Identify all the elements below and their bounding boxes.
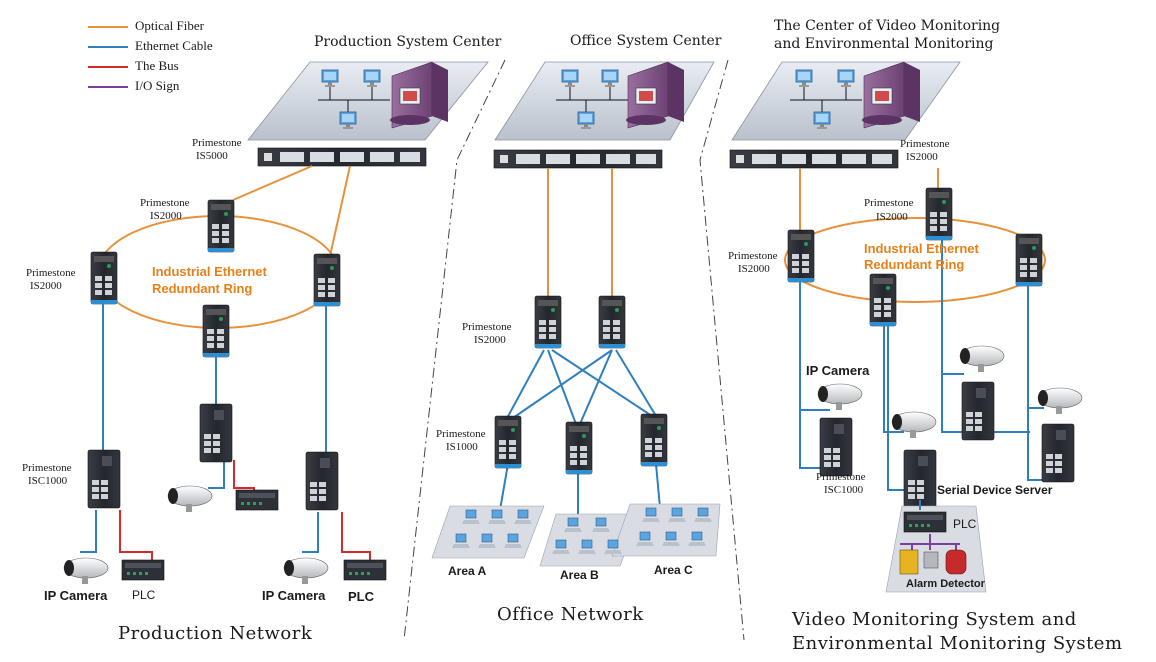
production-isc-model: ISC1000: [28, 475, 68, 487]
separator-right: [699, 59, 745, 641]
video-top-model: IS2000: [876, 211, 908, 223]
production-ethernet-links: [80, 304, 327, 553]
video-isc-3-icon: [961, 381, 995, 441]
production-ip-camera-right-label: IP Camera: [262, 588, 326, 603]
office-center-lan: [556, 86, 628, 112]
office-edge-switch-a-icon: [494, 415, 522, 469]
office-agg-brand: Primestone: [462, 321, 512, 333]
production-center-title: Production System Center: [314, 34, 502, 50]
production-isc-middle-icon: [199, 403, 233, 463]
production-isc-left-icon: [87, 449, 121, 509]
production-network-label: Production Network: [118, 623, 313, 644]
production-core-switch-icon: [257, 147, 427, 167]
production-ip-camera-right-icon: [283, 557, 329, 585]
production-ring-switch-bottom-icon: [202, 304, 230, 358]
video-top-brand: Primestone: [864, 197, 914, 209]
video-center-lan: [790, 86, 862, 112]
video-center-title-line1: The Center of Video Monitoring: [774, 18, 1001, 34]
video-ethernet-links: [799, 240, 1044, 491]
video-ip-camera-1-icon: [817, 383, 863, 411]
production-plc-right-icon: [343, 559, 387, 581]
office-agg-model: IS2000: [474, 334, 506, 346]
video-ring-label-line1: Industrial Ethernet: [864, 241, 979, 256]
production-ring-label-line1: Industrial Ethernet: [152, 264, 267, 279]
legend-io-sign-label: I/O Sign: [135, 78, 180, 93]
office-edge-switch-c-icon: [640, 413, 668, 467]
video-ring-switch-bottom-icon: [869, 273, 897, 327]
production-plc-right-label: PLC: [348, 589, 374, 604]
video-ring-switch-right-icon: [1015, 233, 1043, 287]
video-ip-camera-2-icon: [891, 411, 937, 439]
legend-bus-label: The Bus: [135, 58, 179, 73]
production-core-model: IS5000: [196, 150, 228, 162]
legend-ethernet-cable-label: Ethernet Cable: [135, 38, 213, 53]
production-plc-left-label: PLC: [132, 588, 156, 602]
office-area-b-label: Area B: [560, 568, 599, 582]
production-isc-right-icon: [305, 451, 339, 511]
production-left-brand: Primestone: [26, 267, 76, 279]
video-fiber-links: [784, 168, 1046, 303]
video-isc-1-icon: [819, 417, 853, 477]
video-core-switch-icon: [729, 149, 899, 169]
production-ring-label-line2: Redundant Ring: [152, 281, 253, 296]
office-center-title: Office System Center: [570, 33, 722, 49]
office-agg-switch-right-icon: [598, 295, 626, 349]
production-ring-switch-right-icon: [313, 253, 341, 307]
production-ip-camera-left-label: IP Camera: [44, 588, 108, 603]
office-fiber-links: [547, 168, 613, 296]
video-serial-server-label: Serial Device Server: [937, 483, 1053, 497]
video-isc-brand: Primestone: [816, 471, 866, 483]
video-isc-model: ISC1000: [824, 484, 864, 496]
video-plc-label: PLC: [953, 517, 977, 531]
office-area-c-label: Area C: [654, 563, 693, 577]
video-alarm-detector-icons: [899, 549, 967, 575]
office-network-label: Office Network: [497, 604, 644, 625]
video-ring-label-line2: Redundant Ring: [864, 257, 965, 272]
video-network-label-line1: Video Monitoring System and: [792, 609, 1077, 630]
office-edge-brand: Primestone: [436, 428, 486, 440]
video-left-brand: Primestone: [728, 250, 778, 262]
production-plc-middle-icon: [235, 489, 279, 511]
production-core-brand: Primestone: [192, 137, 242, 149]
video-core-model: IS2000: [906, 151, 938, 163]
office-agg-switch-left-icon: [534, 295, 562, 349]
production-top-model: IS2000: [150, 210, 182, 222]
office-area-a-label: Area A: [448, 564, 487, 578]
office-ethernet-mesh: [499, 349, 661, 520]
production-ip-camera-middle-icon: [167, 485, 213, 513]
production-ring-switch-left-icon: [90, 251, 118, 305]
production-isc-brand: Primestone: [22, 462, 72, 474]
video-io-sign-links: [900, 534, 960, 550]
video-network-label-line2: Environmental Monitoring System: [792, 633, 1123, 654]
office-core-switch-icon: [493, 149, 663, 169]
video-ip-camera-label: IP Camera: [806, 363, 870, 378]
video-serial-device-server-icon: [903, 449, 937, 509]
video-plc-icon: [903, 511, 947, 533]
production-ip-camera-left-icon: [63, 557, 109, 585]
video-left-model: IS2000: [738, 263, 770, 275]
video-alarm-label: Alarm Detector: [906, 578, 985, 590]
production-top-brand: Primestone: [140, 197, 190, 209]
production-left-model: IS2000: [30, 280, 62, 292]
production-plc-left-icon: [121, 559, 165, 581]
production-center-lan: [318, 86, 390, 112]
video-ip-camera-3-icon: [959, 345, 1005, 373]
video-ring-switch-left-icon: [787, 229, 815, 283]
video-core-brand: Primestone: [900, 138, 950, 150]
video-isc-4-icon: [1041, 423, 1075, 483]
office-edge-model: IS1000: [446, 441, 478, 453]
production-ring-switch-top-icon: [207, 199, 235, 253]
video-ip-camera-4-icon: [1037, 387, 1083, 415]
video-ring-switch-top-icon: [925, 187, 953, 241]
video-center-title-line2: and Environmental Monitoring: [774, 36, 994, 52]
office-edge-switch-b-icon: [565, 421, 593, 475]
legend-optical-fiber-label: Optical Fiber: [135, 18, 204, 33]
